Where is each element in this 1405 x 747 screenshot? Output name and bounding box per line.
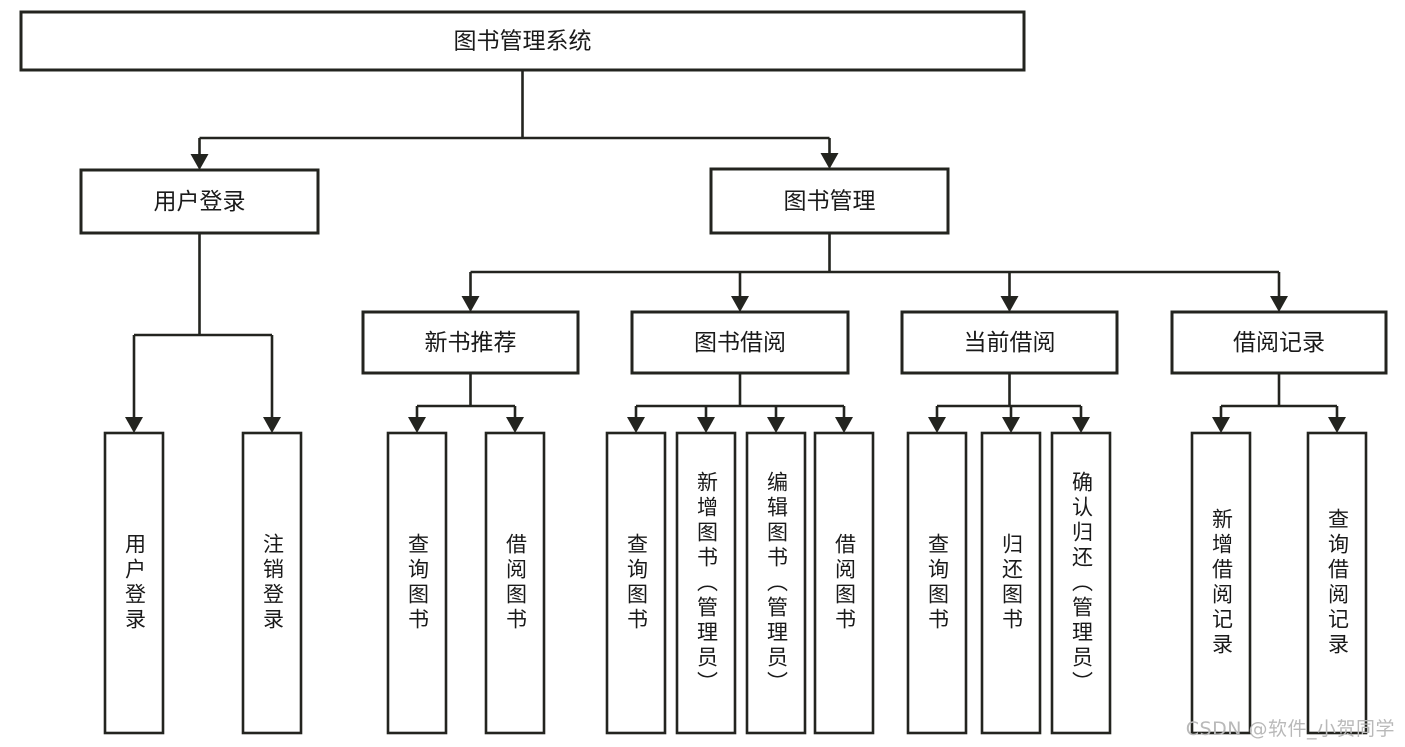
node-label-current-borrow: 当前借阅 <box>964 330 1056 356</box>
node-label-book-manage: 图书管理 <box>784 189 876 215</box>
arrow-head-icon <box>928 417 946 433</box>
leaf-box-leaf-return-book[interactable] <box>980 431 1042 735</box>
arrow-head-icon <box>1328 417 1346 433</box>
node-label-new-book-rec: 新书推荐 <box>425 330 517 356</box>
node-label-book-borrow: 图书借阅 <box>694 330 786 356</box>
node-box-user-login[interactable] <box>79 168 320 235</box>
edges-layer <box>125 70 1346 433</box>
arrow-head-icon <box>1002 417 1020 433</box>
leaf-box-leaf-user-login[interactable] <box>103 431 165 735</box>
arrow-head-icon <box>408 417 426 433</box>
arrow-head-icon <box>125 417 143 433</box>
arrow-head-icon <box>731 296 749 312</box>
arrow-head-icon <box>190 154 209 170</box>
arrow-head-icon <box>506 417 524 433</box>
arrow-head-icon <box>461 296 480 312</box>
node-box-borrow-record[interactable] <box>1170 310 1388 375</box>
leaf-box-leaf-add-book[interactable] <box>675 431 737 735</box>
arrow-head-icon <box>1000 296 1019 312</box>
node-label-user-login: 用户登录 <box>154 189 246 215</box>
leaf-box-leaf-borrow-book[interactable] <box>813 431 875 735</box>
arrow-head-icon <box>697 417 715 433</box>
leaf-box-leaf-edit-book[interactable] <box>745 431 807 735</box>
arrow-head-icon <box>1270 296 1288 312</box>
leaf-box-leaf-confirm-return[interactable] <box>1050 431 1112 735</box>
watermark: CSDN @软件_小贺同学 <box>1185 718 1395 740</box>
arrow-head-icon <box>820 153 839 169</box>
leaf-box-leaf-query-book-cur[interactable] <box>906 431 968 735</box>
arrow-head-icon <box>767 417 785 433</box>
leaf-box-leaf-query-book[interactable] <box>605 431 667 735</box>
arrow-head-icon <box>1212 417 1230 433</box>
node-label-root: 图书管理系统 <box>454 29 592 55</box>
boxes-layer <box>19 10 1388 735</box>
leaf-box-leaf-borrow-book-rec[interactable] <box>484 431 546 735</box>
arrow-head-icon <box>835 417 853 433</box>
leaf-box-leaf-query-record[interactable] <box>1306 431 1368 735</box>
arrow-head-icon <box>627 417 645 433</box>
node-box-new-book-rec[interactable] <box>361 310 580 375</box>
arrow-head-icon <box>263 417 281 433</box>
leaf-box-leaf-logout[interactable] <box>241 431 303 735</box>
node-box-root[interactable] <box>19 10 1026 72</box>
node-box-current-borrow[interactable] <box>900 310 1119 375</box>
node-box-book-borrow[interactable] <box>630 310 850 375</box>
arrow-head-icon <box>1072 417 1090 433</box>
leaf-box-leaf-query-book-rec[interactable] <box>386 431 448 735</box>
node-label-borrow-record: 借阅记录 <box>1233 330 1325 356</box>
leaf-box-leaf-add-record[interactable] <box>1190 431 1252 735</box>
node-box-book-manage[interactable] <box>709 167 950 235</box>
